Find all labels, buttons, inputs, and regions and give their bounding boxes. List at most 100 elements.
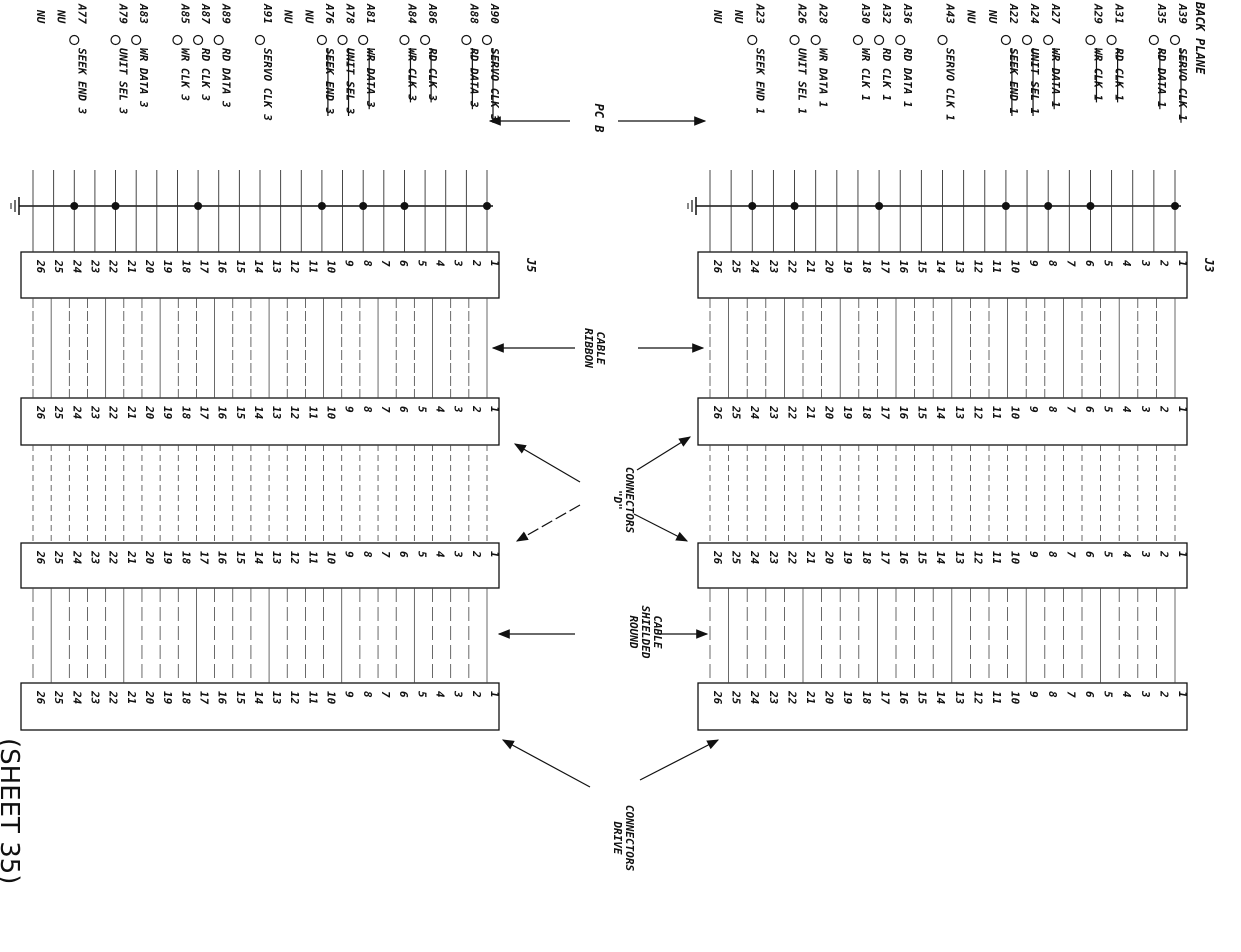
j5-pin-number: 25 [52, 405, 65, 420]
j3-pin-number: 15 [916, 260, 929, 274]
j3-pin-number: 17 [878, 551, 891, 565]
j3-pin-number: 8 [1046, 691, 1059, 698]
j3-pin-number: 9 [1027, 551, 1040, 558]
j3-pin-number: 4 [1120, 691, 1133, 698]
j3-pin-number: 2 [1157, 405, 1170, 413]
j3-terminal-circle [1169, 34, 1181, 46]
j5-pin-number: 14 [252, 406, 265, 420]
j5-pin-number: 8 [361, 691, 374, 698]
j3-pin-number: 4 [1120, 406, 1133, 413]
j5-signal-name: RD DATA 3 [220, 48, 233, 108]
j3-signal-name: SEEK END 1 [753, 48, 766, 114]
j3-pin-number: 15 [916, 551, 929, 565]
j5-backplane-pin: A90 [488, 3, 501, 24]
j3-pin-number: 12 [971, 551, 984, 565]
j3-connector-box-1 [697, 251, 1188, 299]
j5-backplane-pin: A77 [75, 3, 88, 24]
j3-backplane-pin: A31 [1113, 3, 1126, 24]
j5-pin-number: 9 [343, 406, 356, 413]
j3-pin-number: 18 [860, 691, 873, 705]
j3-signal-name: RD CLK 1 [1113, 48, 1126, 101]
j3-backplane-pin: A24 [1028, 3, 1041, 24]
j5-terminal-circle [172, 34, 183, 46]
j3-pin-number: 15 [916, 691, 929, 705]
j5-pin-number: 6 [397, 551, 410, 558]
j3-pin-number: 22 [785, 405, 798, 420]
j5-pin-number: 2 [470, 690, 483, 698]
j3-pin-number: 16 [897, 260, 910, 274]
j3-connector-box-4 [697, 682, 1188, 731]
j5-pin-number: 11 [306, 551, 319, 564]
j3-pin-number: 14 [934, 260, 947, 274]
j5-backplane-pin: A88 [467, 3, 480, 24]
j3-junction-dot [1086, 202, 1095, 210]
j5-pin-number: 20 [143, 405, 156, 420]
j5-junction-dot [317, 202, 326, 210]
j5-pin-number: 3 [452, 690, 465, 698]
svg-text:CONNECTORS: CONNECTORS [623, 805, 636, 872]
j5-backplane-pin: A84 [405, 3, 418, 24]
j5-pin-number: 7 [379, 551, 392, 558]
j5-signal-name: UNIT SEL 3 [344, 48, 357, 115]
j5-pin-number: 12 [288, 260, 301, 274]
j3-pin-number: 3 [1139, 259, 1152, 267]
j5-pin-number: 16 [216, 551, 229, 565]
j3-connector-box-3 [697, 542, 1188, 589]
j5-junction-dot [400, 202, 409, 210]
svg-text:"D": "D" [611, 490, 624, 510]
j3-terminal-circle [895, 34, 906, 46]
j3-backplane-pin: A23 [753, 3, 766, 24]
j5-pin-number: 5 [415, 260, 428, 267]
j3-pin-number: 9 [1027, 691, 1040, 698]
sheet-number: (SHEET 35) [0, 738, 24, 884]
j5-pin-number: 18 [179, 406, 192, 420]
j5-pin-number: 22 [107, 550, 120, 565]
j5-pin-number: 4 [434, 406, 447, 413]
j5-signal-name: WR DATA 3 [137, 48, 150, 108]
j5-pin-number: 5 [415, 551, 428, 558]
j3-pin-number: 8 [1046, 551, 1059, 558]
j3-pin-number: 18 [860, 551, 873, 565]
j5-pin-number: 26 [34, 690, 47, 705]
j5-label: J5 [524, 257, 538, 272]
j3-pin-number: 19 [841, 551, 854, 565]
j5-pin-number: 8 [361, 260, 374, 267]
j3-pin-number: 10 [1009, 406, 1022, 420]
j5-pin-number: 15 [234, 551, 247, 565]
drive-connectors-label: DRIVE CONNECTORS [611, 805, 636, 872]
j5-pin-number: 23 [88, 405, 101, 420]
j3-pin-number: 1 [1176, 551, 1189, 558]
j3-pin-number: 19 [841, 406, 854, 420]
j5-pin-number: 15 [234, 260, 247, 274]
j5-junction-dot [194, 202, 203, 210]
j3-pin-number: 6 [1083, 260, 1096, 267]
j5-terminal-circle [337, 34, 348, 46]
j3-junction-dot [1044, 202, 1053, 210]
j3-pin-number: 14 [934, 691, 947, 705]
j5-pin-number: 11 [306, 691, 319, 704]
j3-backplane-pin: A22 [1007, 3, 1020, 24]
j5-pin-number: 11 [306, 260, 319, 273]
j3-pin-number: 26 [711, 405, 724, 420]
j5-pin-number: 10 [325, 691, 338, 705]
j5-backplane-pin: A78 [344, 3, 357, 24]
round-shielded-cable-label: ROUND SHIELDED CABLE [627, 606, 664, 659]
svg-text:CONNECTORS: CONNECTORS [623, 467, 636, 534]
j5-terminal-circle [131, 34, 142, 46]
j5-pin-number: 25 [52, 690, 65, 705]
j5-junction-dot [483, 202, 491, 210]
j5-terminal-circle [358, 34, 369, 46]
j5-pin-number: 18 [179, 260, 192, 274]
j5-pin-number: 21 [125, 405, 138, 419]
j3-pin-number: 13 [953, 406, 966, 420]
j3-pin-number: 21 [804, 405, 817, 419]
j3-pin-number: 13 [953, 260, 966, 274]
svg-text:ROUND: ROUND [627, 615, 640, 648]
j5-signal-name: WR DATA 3 [364, 48, 377, 108]
j3-signal-name: SERVO CLK 1 [944, 48, 957, 121]
j3-pin-number: 11 [990, 260, 1003, 273]
j3-pin-number: 23 [767, 550, 780, 565]
j3-pin-number: 23 [767, 690, 780, 705]
j3-pin-number: 1 [1176, 406, 1189, 413]
j3-terminal-circle [747, 34, 758, 46]
